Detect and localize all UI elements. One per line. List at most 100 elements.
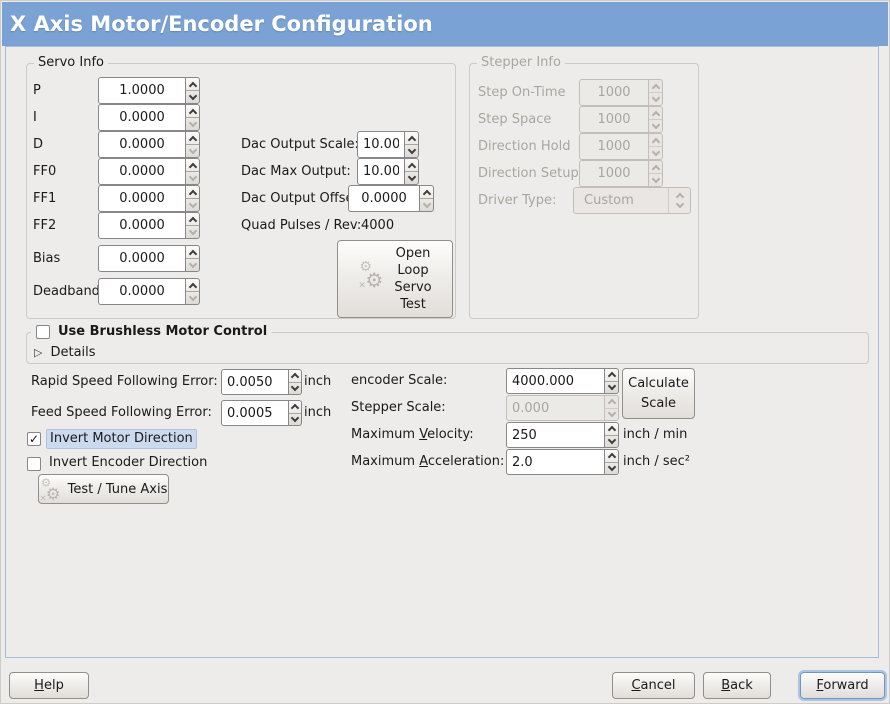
spin-up-button[interactable] — [186, 186, 199, 199]
spin-down-button[interactable] — [186, 259, 199, 271]
invert-encoder-checkbox[interactable] — [27, 457, 41, 471]
gear-small-icon: ⚙ — [40, 476, 51, 490]
spin-up-button[interactable] — [186, 279, 199, 292]
invert-motor-label[interactable]: Invert Motor Direction — [46, 429, 197, 449]
spin-down-button[interactable] — [405, 172, 418, 184]
spin-up-button[interactable] — [405, 132, 418, 145]
servo-ff2-input[interactable] — [98, 212, 185, 239]
servo-i-input[interactable] — [98, 104, 185, 131]
back-button-label: Back — [721, 678, 753, 693]
spin-up-button[interactable] — [186, 132, 199, 145]
spin-up-button[interactable] — [289, 401, 301, 414]
spin-down-button[interactable] — [186, 292, 199, 304]
back-button[interactable]: Back — [703, 672, 771, 699]
rapid-following-error-input[interactable] — [221, 369, 288, 395]
step-on-time-input — [579, 79, 648, 106]
spin-down-button[interactable] — [186, 226, 199, 238]
servo-ff1-input[interactable] — [98, 185, 185, 212]
spin-up-button[interactable] — [186, 78, 199, 91]
feed-following-error-label: Feed Speed Following Error: — [31, 405, 212, 420]
servo-bias-input[interactable] — [98, 245, 185, 272]
spin-buttons — [419, 185, 434, 212]
dac-output-scale-input[interactable] — [357, 131, 404, 158]
dac-max-output-label: Dac Max Output: — [241, 164, 351, 179]
dac-output-scale-spinbox — [357, 131, 419, 158]
spin-down-button[interactable] — [605, 381, 618, 394]
test-tune-axis-button[interactable]: ⚙ ⚙ ✕ Test / Tune Axis — [38, 474, 169, 504]
help-button[interactable]: Help — [9, 672, 89, 699]
quad-pulses-label: Quad Pulses / Rev: — [241, 218, 362, 233]
maximum-acceleration-input[interactable] — [506, 449, 604, 475]
spin-up-button[interactable] — [420, 186, 433, 199]
servo-d-label: D — [33, 137, 44, 152]
servo-d-input[interactable] — [98, 131, 185, 158]
dac-output-offset-input[interactable] — [348, 185, 419, 212]
spin-up-button[interactable] — [186, 213, 199, 226]
spin-buttons — [404, 158, 419, 185]
spin-buttons — [604, 449, 619, 475]
spin-up-button[interactable] — [289, 370, 301, 383]
cross-icon: ✕ — [39, 494, 46, 503]
direction-hold-label: Direction Hold — [478, 139, 571, 154]
encoder-scale-input[interactable] — [506, 368, 604, 394]
maximum-velocity-input[interactable] — [506, 422, 604, 448]
spin-down-button[interactable] — [605, 462, 618, 475]
servo-i-label: I — [33, 110, 37, 125]
spin-up-button[interactable] — [186, 159, 199, 172]
invert-encoder-label[interactable]: Invert Encoder Direction — [49, 455, 208, 470]
invert-motor-checkbox[interactable]: ✓ — [27, 432, 41, 446]
expander-arrow-icon: ▷ — [34, 346, 43, 359]
spin-down-button[interactable] — [289, 382, 301, 395]
spin-down-button[interactable] — [405, 145, 418, 157]
servo-ff0-input[interactable] — [98, 158, 185, 185]
cancel-button[interactable]: Cancel — [612, 672, 695, 699]
spin-buttons — [648, 133, 663, 160]
spin-up-button — [605, 396, 618, 409]
maximum-acceleration-unit: inch / sec² — [623, 454, 691, 469]
open-loop-servo-test-button[interactable]: ⚙ ⚙ ✕ Open Loop Servo Test — [337, 240, 453, 318]
spin-down-button[interactable] — [420, 199, 433, 211]
spin-up-button[interactable] — [186, 105, 199, 118]
servo-p-input[interactable] — [98, 77, 185, 104]
spin-up-button[interactable] — [605, 369, 618, 382]
spin-buttons — [185, 158, 200, 185]
content-panel — [5, 46, 879, 658]
servo-info-legend: Servo Info — [34, 55, 108, 71]
spin-up-button[interactable] — [605, 423, 618, 436]
maximum-velocity-unit: inch / min — [623, 427, 688, 442]
spin-down-button[interactable] — [186, 172, 199, 184]
dac-output-offset-label: Dac Output Offset: — [241, 191, 363, 206]
use-brushless-checkbox[interactable] — [36, 324, 50, 339]
spin-down-button[interactable] — [186, 199, 199, 211]
spin-buttons — [648, 106, 663, 133]
feed-following-error-input[interactable] — [221, 400, 288, 426]
details-expander[interactable]: ▷ Details — [34, 344, 96, 361]
spin-down-button[interactable] — [186, 118, 199, 130]
stepper-info-group — [469, 63, 699, 319]
forward-button[interactable]: Forward — [800, 672, 885, 699]
cross-icon: ✕ — [358, 281, 366, 291]
rapid-following-error-spinbox — [221, 369, 302, 395]
servo-ff1-label: FF1 — [33, 191, 57, 206]
maximum-acceleration-spinbox — [506, 449, 619, 475]
spin-up-button[interactable] — [186, 246, 199, 259]
dac-output-scale-label: Dac Output Scale: — [241, 137, 359, 152]
help-button-label: Help — [34, 678, 64, 693]
open-loop-servo-test-label: Open Loop Servo Test — [394, 246, 432, 312]
spin-down-button[interactable] — [605, 435, 618, 448]
servo-deadband-input[interactable] — [98, 278, 185, 305]
servo-info-group — [26, 63, 456, 319]
dac-max-output-input[interactable] — [357, 158, 404, 185]
cancel-button-label: Cancel — [631, 678, 676, 693]
spin-buttons — [604, 422, 619, 448]
calculate-scale-button[interactable]: Calculate Scale — [622, 368, 695, 419]
quad-pulses-value: 4000 — [361, 218, 395, 233]
encoder-scale-spinbox — [506, 368, 619, 394]
spin-up-button[interactable] — [405, 159, 418, 172]
spin-up-button[interactable] — [605, 450, 618, 463]
spin-down-button[interactable] — [186, 145, 199, 157]
spin-down-button[interactable] — [289, 413, 301, 426]
step-on-time-label: Step On-Time — [478, 85, 566, 100]
spin-down-button[interactable] — [186, 91, 199, 103]
